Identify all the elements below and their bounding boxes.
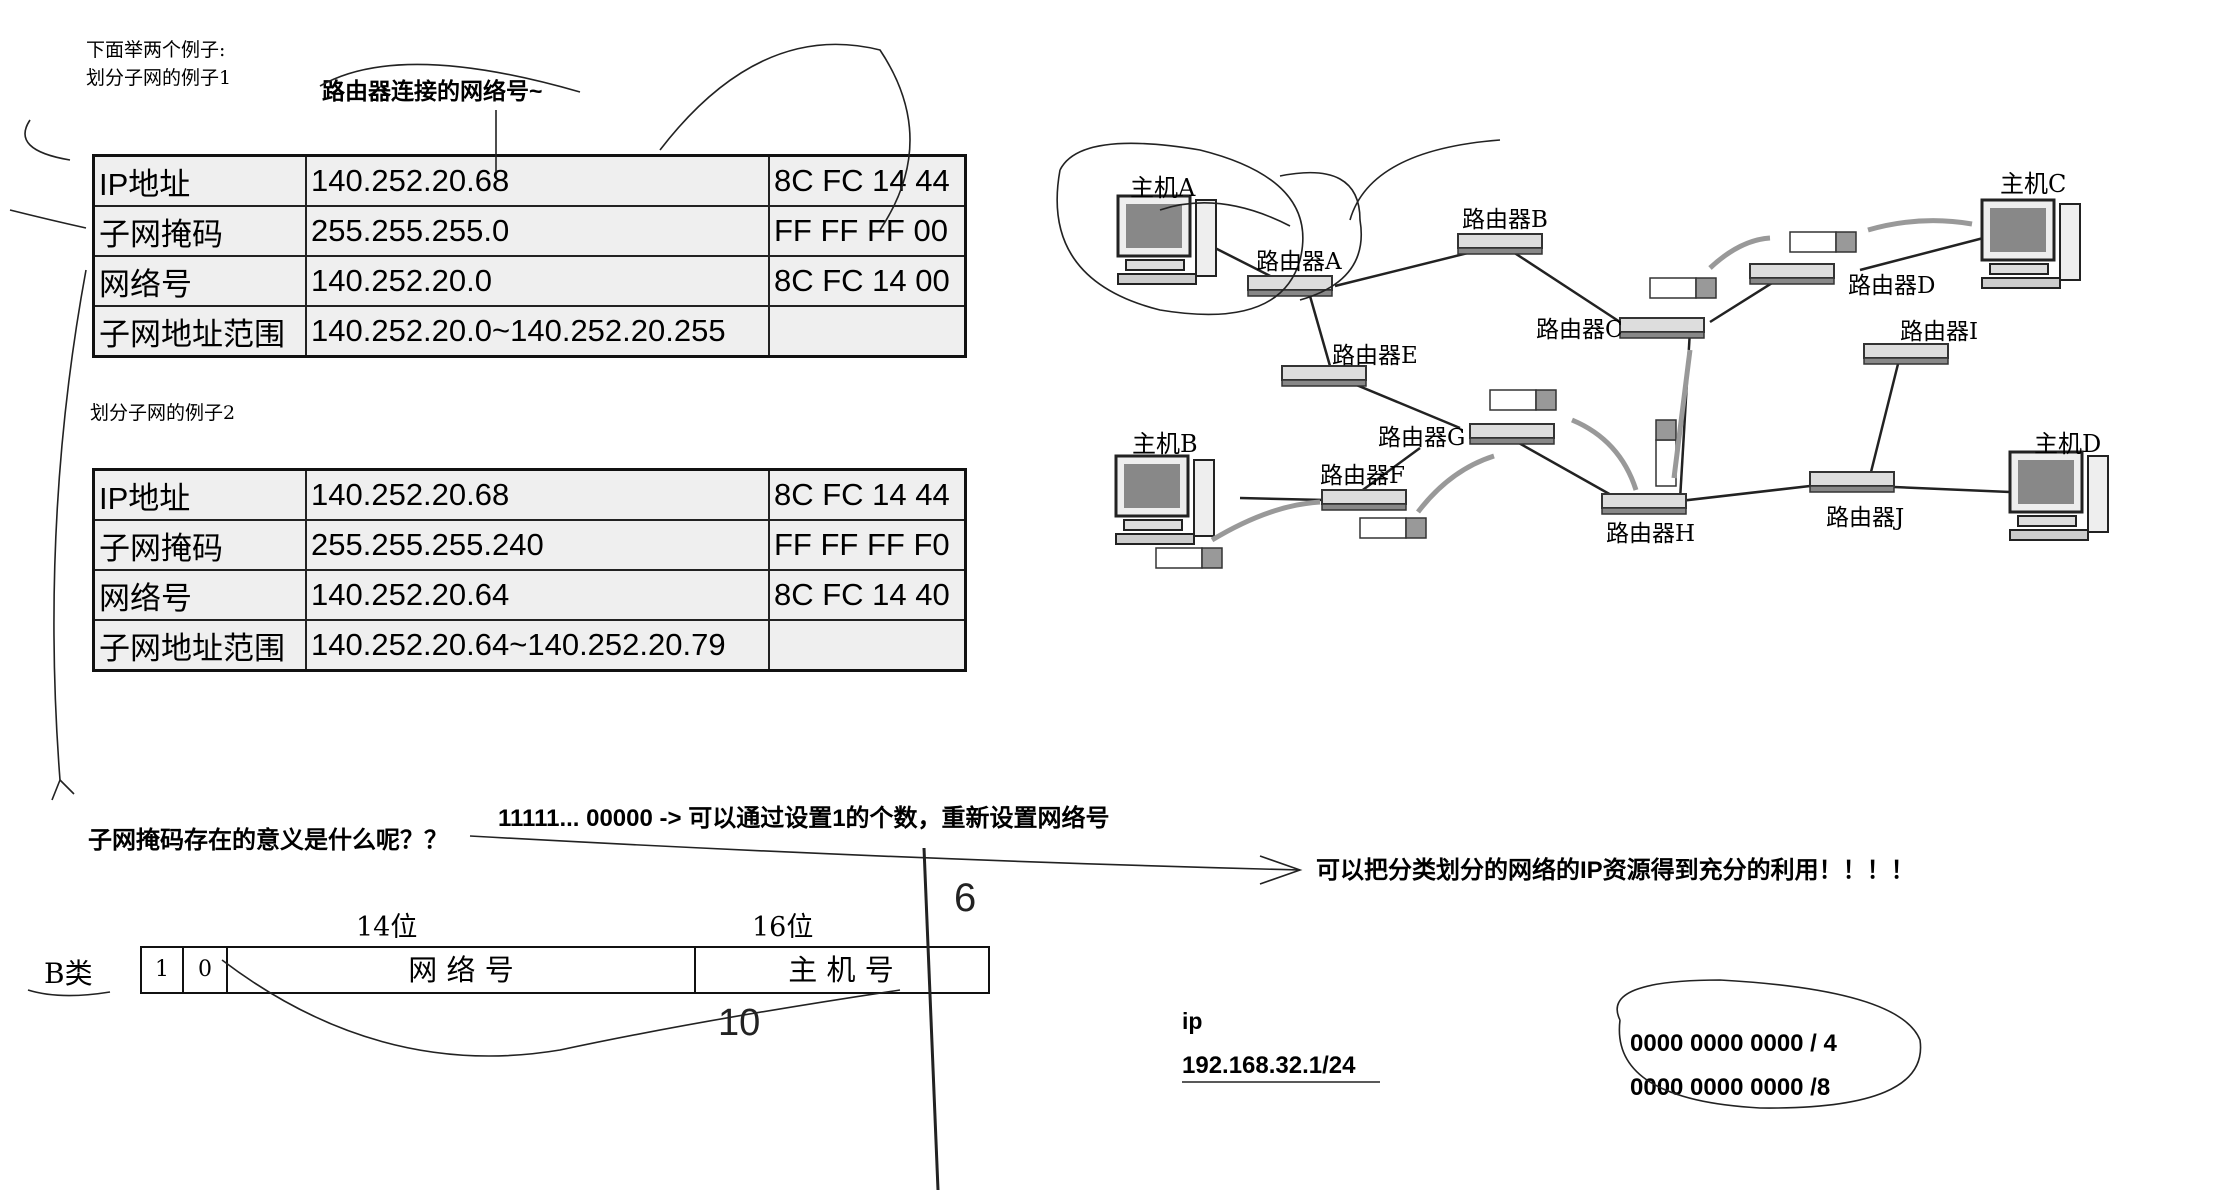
router-note: 路由器连接的网络号~ <box>322 78 543 104</box>
leading-bit-0: 0 <box>184 948 228 992</box>
row-hex: 8C FC 14 44 <box>768 154 967 207</box>
flow-arrows <box>1210 218 1973 543</box>
row-label: 网络号 <box>92 569 307 621</box>
router-g-label: 路由器G <box>1378 425 1466 451</box>
router-i-icon <box>1863 343 1949 365</box>
host-b-label: 主机B <box>1132 430 1198 458</box>
leading-bit-1: 1 <box>142 948 184 992</box>
router-j-icon <box>1809 471 1895 493</box>
host-b-icon <box>1114 454 1216 546</box>
router-e-label: 路由器E <box>1332 343 1418 369</box>
row-hex: 8C FC 14 40 <box>768 569 967 621</box>
row-value: 140.252.20.68 <box>305 468 770 521</box>
packet-icon <box>1359 517 1427 539</box>
intro-line-2: 划分子网的例子1 <box>86 67 232 89</box>
bits-note: 0000 0000 0000 / 4 0000 0000 0000 /8 <box>1630 1022 1837 1110</box>
benefit-note: 可以把分类划分的网络的IP资源得到充分的利用！！！！ <box>1316 857 1915 884</box>
row-value: 140.252.20.64~140.252.20.79 <box>305 619 770 672</box>
router-i-label: 路由器I <box>1900 319 1979 345</box>
ip-value: 192.168.32.1/24 <box>1182 1052 1356 1079</box>
packet-icon <box>1489 389 1557 411</box>
host-d-icon <box>2008 450 2110 542</box>
row-hex: FF FF FF 00 <box>768 205 967 257</box>
bits-note-line-1: 0000 0000 0000 / 4 <box>1630 1030 1837 1057</box>
handwritten-6: 6 <box>954 876 977 920</box>
row-value: 255.255.255.240 <box>305 519 770 571</box>
router-d-label: 路由器D <box>1848 273 1936 299</box>
ip-label: ip <box>1182 1008 1203 1034</box>
example-2-title: 划分子网的例子2 <box>90 402 236 424</box>
router-h-icon <box>1601 493 1687 515</box>
host-d-label: 主机D <box>2034 430 2102 458</box>
bits-16-label: 16位 <box>752 912 814 943</box>
row-value: 140.252.20.0~140.252.20.255 <box>305 305 770 358</box>
row-hex: 8C FC 14 00 <box>768 255 967 307</box>
bits-note-line-2: 0000 0000 0000 /8 <box>1630 1074 1831 1101</box>
row-label: IP地址 <box>92 468 307 521</box>
router-f-icon <box>1321 489 1407 511</box>
row-label: IP地址 <box>92 154 307 207</box>
row-value: 140.252.20.0 <box>305 255 770 307</box>
router-j-label: 路由器J <box>1826 505 1905 531</box>
row-hex: FF FF FF F0 <box>768 519 967 571</box>
network-field: 网 络 号 <box>228 948 696 992</box>
row-hex <box>768 619 967 672</box>
router-a-label: 路由器A <box>1256 249 1342 275</box>
class-b-address-bar: 1 0 网 络 号 主 机 号 <box>140 946 990 994</box>
router-b-icon <box>1457 233 1543 255</box>
host-c-label: 主机C <box>2000 170 2067 198</box>
packet-icon <box>1649 277 1717 299</box>
router-h-label: 路由器H <box>1606 521 1696 547</box>
packet-icon <box>1155 547 1223 569</box>
router-c-label: 路由器C <box>1536 317 1623 343</box>
intro-text: 下面举两个例子: 划分子网的例子1 <box>86 36 231 92</box>
row-label: 网络号 <box>92 255 307 307</box>
router-b-label: 路由器B <box>1462 207 1548 233</box>
row-value: 255.255.255.0 <box>305 205 770 257</box>
row-value: 140.252.20.68 <box>305 154 770 207</box>
router-g-icon <box>1469 423 1555 445</box>
router-d-icon <box>1749 263 1835 285</box>
row-label: 子网地址范围 <box>92 619 307 672</box>
handwritten-annotations <box>9 43 1922 1190</box>
mask-note: 11111... 00000 -> 可以通过设置1的个数，重新设置网络号 <box>498 805 1110 832</box>
host-a-icon <box>1116 194 1218 286</box>
router-c-icon <box>1619 317 1705 339</box>
packet-icon <box>1789 231 1857 253</box>
row-label: 子网掩码 <box>92 519 307 571</box>
row-label: 子网地址范围 <box>92 305 307 358</box>
host-field: 主 机 号 <box>788 953 894 987</box>
question-text: 子网掩码存在的意义是什么呢？？ <box>88 827 448 854</box>
handwritten-10: 10 <box>718 1002 761 1044</box>
intro-line-1: 下面举两个例子: <box>86 39 226 61</box>
row-hex <box>768 305 967 358</box>
row-value: 140.252.20.64 <box>305 569 770 621</box>
class-b-label: B类 <box>44 957 93 990</box>
host-c-icon <box>1980 198 2082 290</box>
router-f-label: 路由器F <box>1320 463 1405 489</box>
host-a-label: 主机A <box>1130 174 1196 202</box>
bits-14-label: 14位 <box>356 912 418 943</box>
row-label: 子网掩码 <box>92 205 307 257</box>
row-hex: 8C FC 14 44 <box>768 468 967 521</box>
